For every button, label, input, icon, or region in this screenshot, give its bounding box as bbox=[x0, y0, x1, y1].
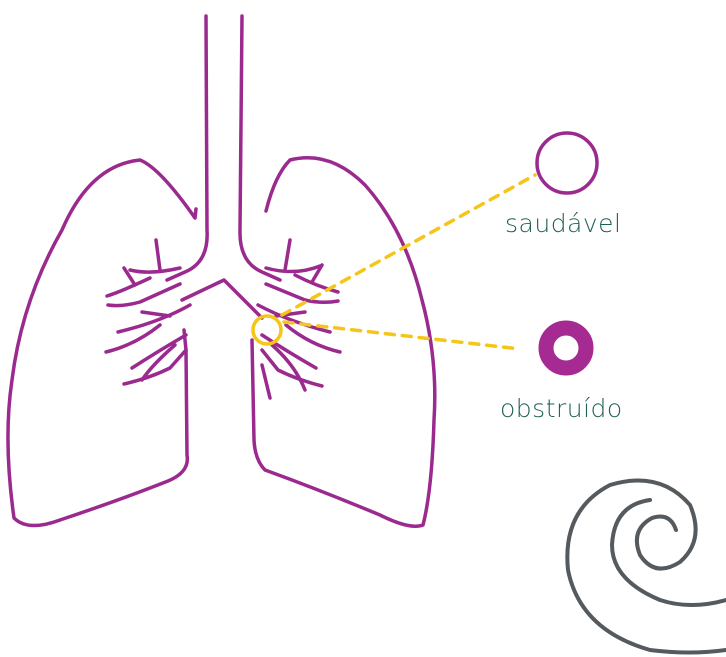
lungs-illustration bbox=[8, 16, 435, 526]
obstructed-label: obstruído bbox=[500, 396, 623, 421]
healthy-airway-icon bbox=[537, 133, 597, 193]
pointer-line-healthy bbox=[282, 175, 535, 315]
spiral-icon bbox=[567, 481, 726, 653]
right-lung-outline bbox=[252, 158, 435, 526]
left-bronchi-upper bbox=[107, 240, 180, 306]
left-lung-outline bbox=[8, 160, 196, 526]
pointer-lines bbox=[282, 175, 535, 349]
obstructed-airway-icon bbox=[546, 328, 586, 368]
left-bronchi-middle bbox=[106, 305, 190, 352]
right-bronchi-upper bbox=[266, 240, 338, 302]
trachea bbox=[167, 16, 280, 280]
carina bbox=[182, 280, 262, 318]
healthy-label: saudável bbox=[505, 211, 622, 236]
